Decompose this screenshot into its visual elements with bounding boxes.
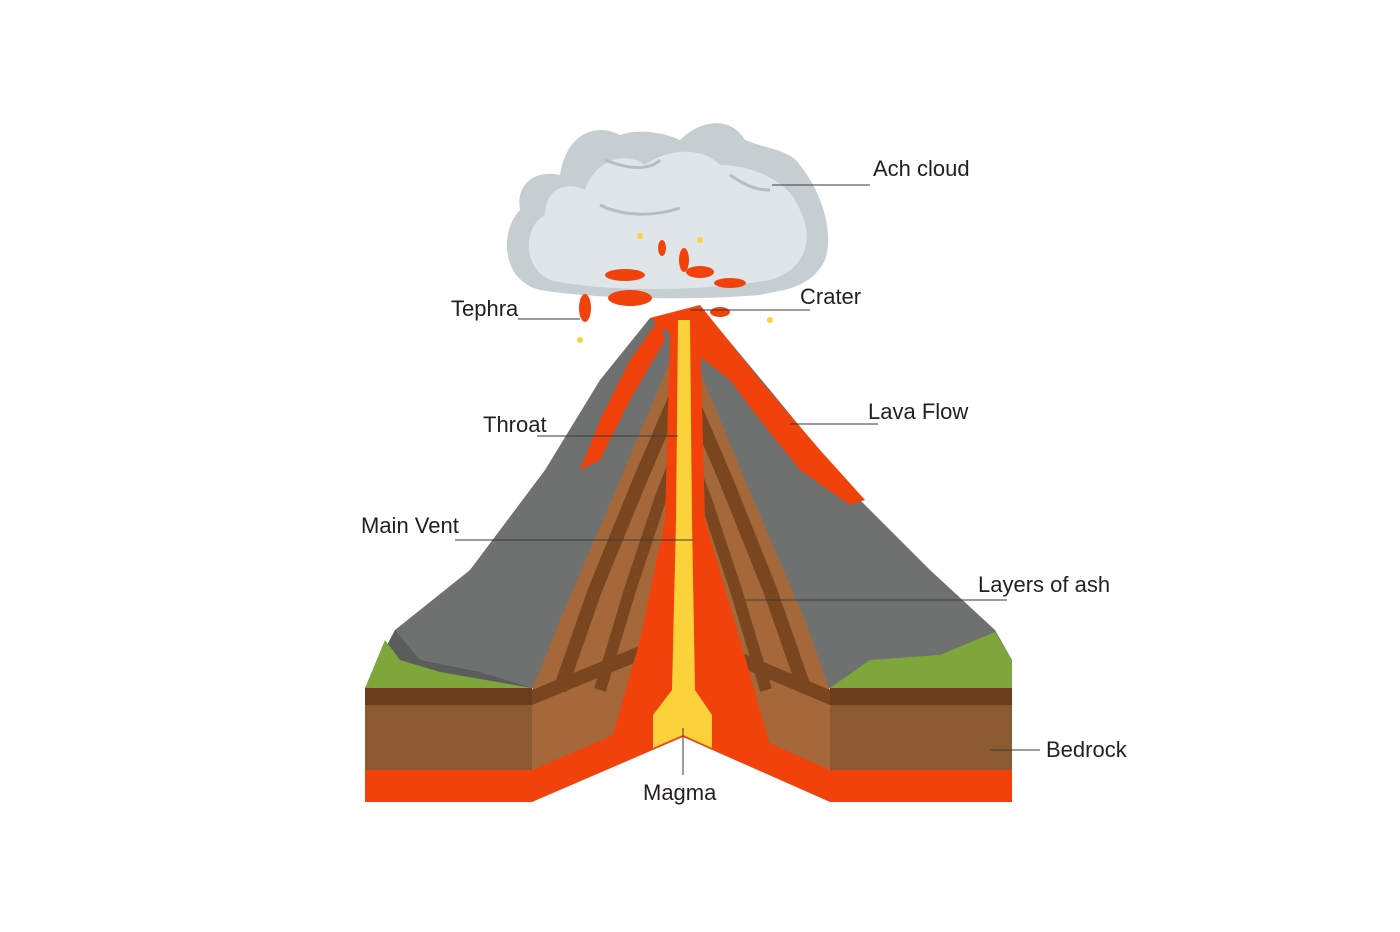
label-crater: Crater [800, 284, 861, 309]
label-throat: Throat [483, 412, 547, 437]
label-ash-cloud: Ach cloud [873, 156, 970, 181]
label-main-vent: Main Vent [361, 513, 459, 538]
tephra [577, 233, 773, 343]
label-magma: Magma [643, 780, 717, 805]
leader-lines [455, 184, 1040, 775]
label-layers-of-ash: Layers of ash [978, 572, 1110, 597]
label-bedrock: Bedrock [1046, 737, 1128, 762]
label-tephra: Tephra [451, 296, 519, 321]
main-vent [653, 320, 712, 748]
label-lava-flow: Lava Flow [868, 399, 968, 424]
ash-cloud [506, 123, 829, 299]
